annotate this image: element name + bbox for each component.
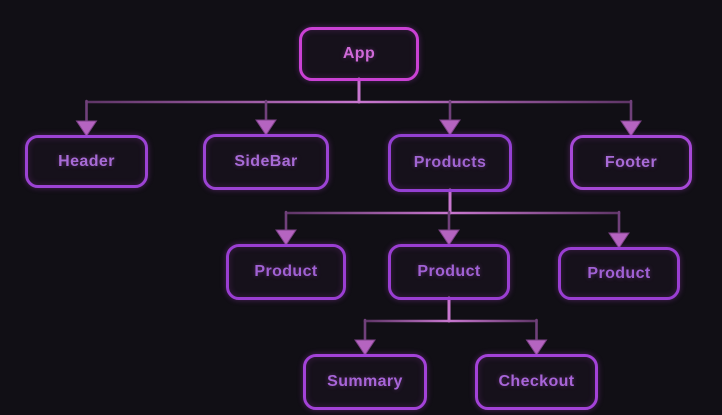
node-header: Header — [25, 135, 148, 188]
node-label: Checkout — [498, 373, 575, 390]
arrow-down-icon — [525, 339, 548, 356]
node-label: App — [342, 45, 376, 62]
node-footer: Footer — [570, 135, 692, 190]
node-sidebar: SideBar — [203, 134, 329, 190]
node-app: App — [299, 27, 419, 81]
node-summary: Summary — [303, 354, 427, 410]
node-checkout: Checkout — [475, 354, 598, 410]
arrow-down-icon — [608, 232, 630, 249]
arrow-down-icon — [75, 120, 98, 137]
node-label: Product — [254, 263, 318, 280]
node-label: Footer — [604, 153, 658, 171]
node-product-3: Product — [558, 247, 680, 300]
arrow-down-icon — [275, 229, 297, 246]
node-product-1: Product — [226, 244, 346, 300]
node-label: SideBar — [234, 153, 298, 170]
arrow-down-icon — [255, 119, 277, 136]
arrow-down-icon — [439, 119, 461, 136]
node-label: Header — [58, 152, 115, 170]
node-label: Summary — [327, 373, 403, 390]
node-label: Product — [587, 264, 651, 282]
node-product-2: Product — [388, 244, 510, 300]
edges-group — [75, 77, 642, 356]
node-label: Product — [417, 263, 481, 280]
node-products: Products — [388, 134, 512, 192]
arrow-down-icon — [620, 120, 642, 137]
arrow-down-icon — [438, 229, 460, 246]
node-label: Products — [413, 154, 487, 171]
arrow-down-icon — [354, 339, 376, 356]
